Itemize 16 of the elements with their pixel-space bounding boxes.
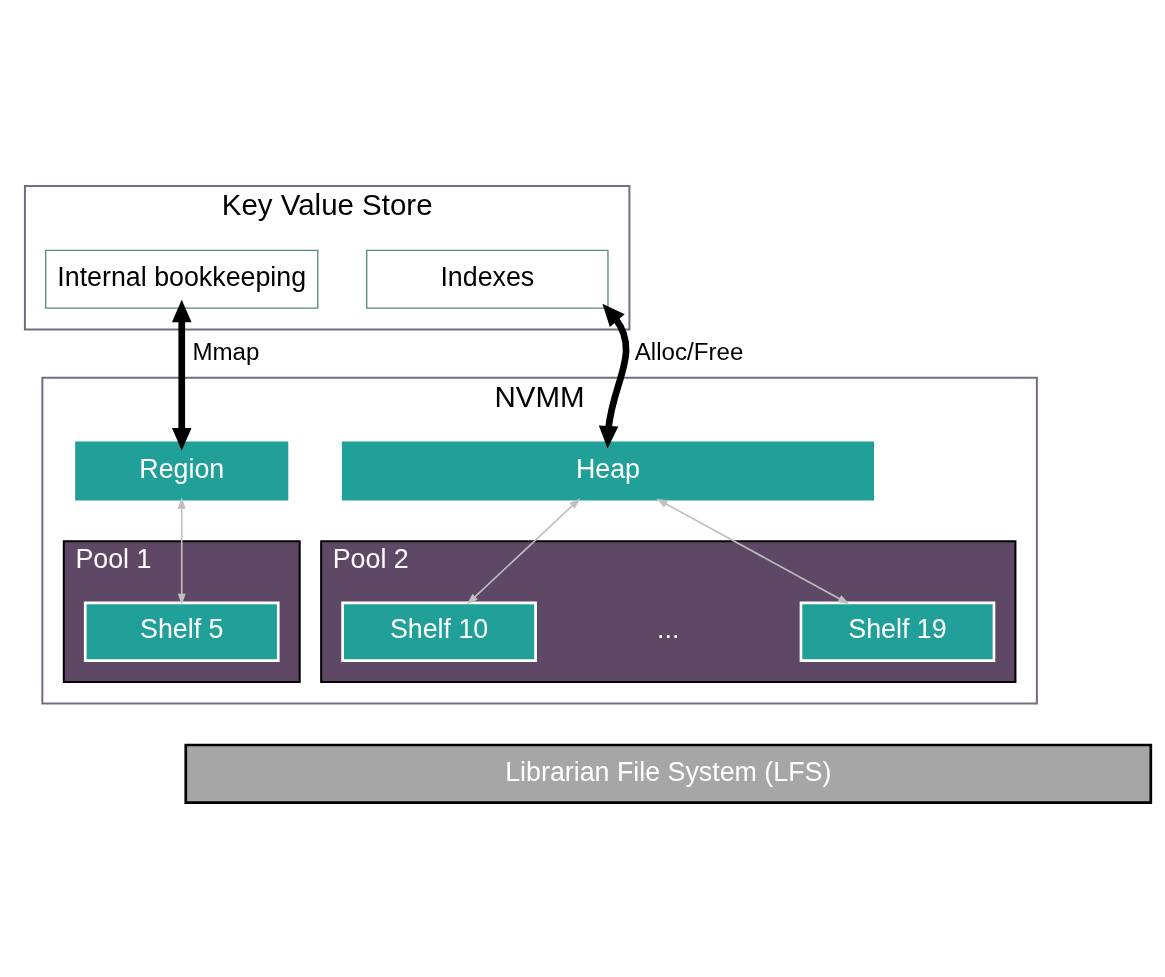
node-box: Heap xyxy=(341,440,874,500)
node-box: Indexes xyxy=(366,249,609,309)
node-box: Internal bookkeeping xyxy=(45,249,319,309)
node-box: Shelf 19 xyxy=(799,601,996,662)
arrow xyxy=(656,498,850,604)
label: ... xyxy=(657,613,680,644)
arrow xyxy=(598,303,630,448)
edge-label: Alloc/Free xyxy=(634,337,744,365)
arrow xyxy=(466,497,581,604)
node-box: Shelf 5 xyxy=(83,601,280,662)
node-box: Librarian File System (LFS) xyxy=(184,743,1153,804)
node-box: Shelf 10 xyxy=(341,601,537,662)
edge-label: Mmap xyxy=(192,337,260,365)
arrow xyxy=(171,299,192,450)
node-box: Region xyxy=(75,440,289,500)
arrow xyxy=(177,496,186,605)
